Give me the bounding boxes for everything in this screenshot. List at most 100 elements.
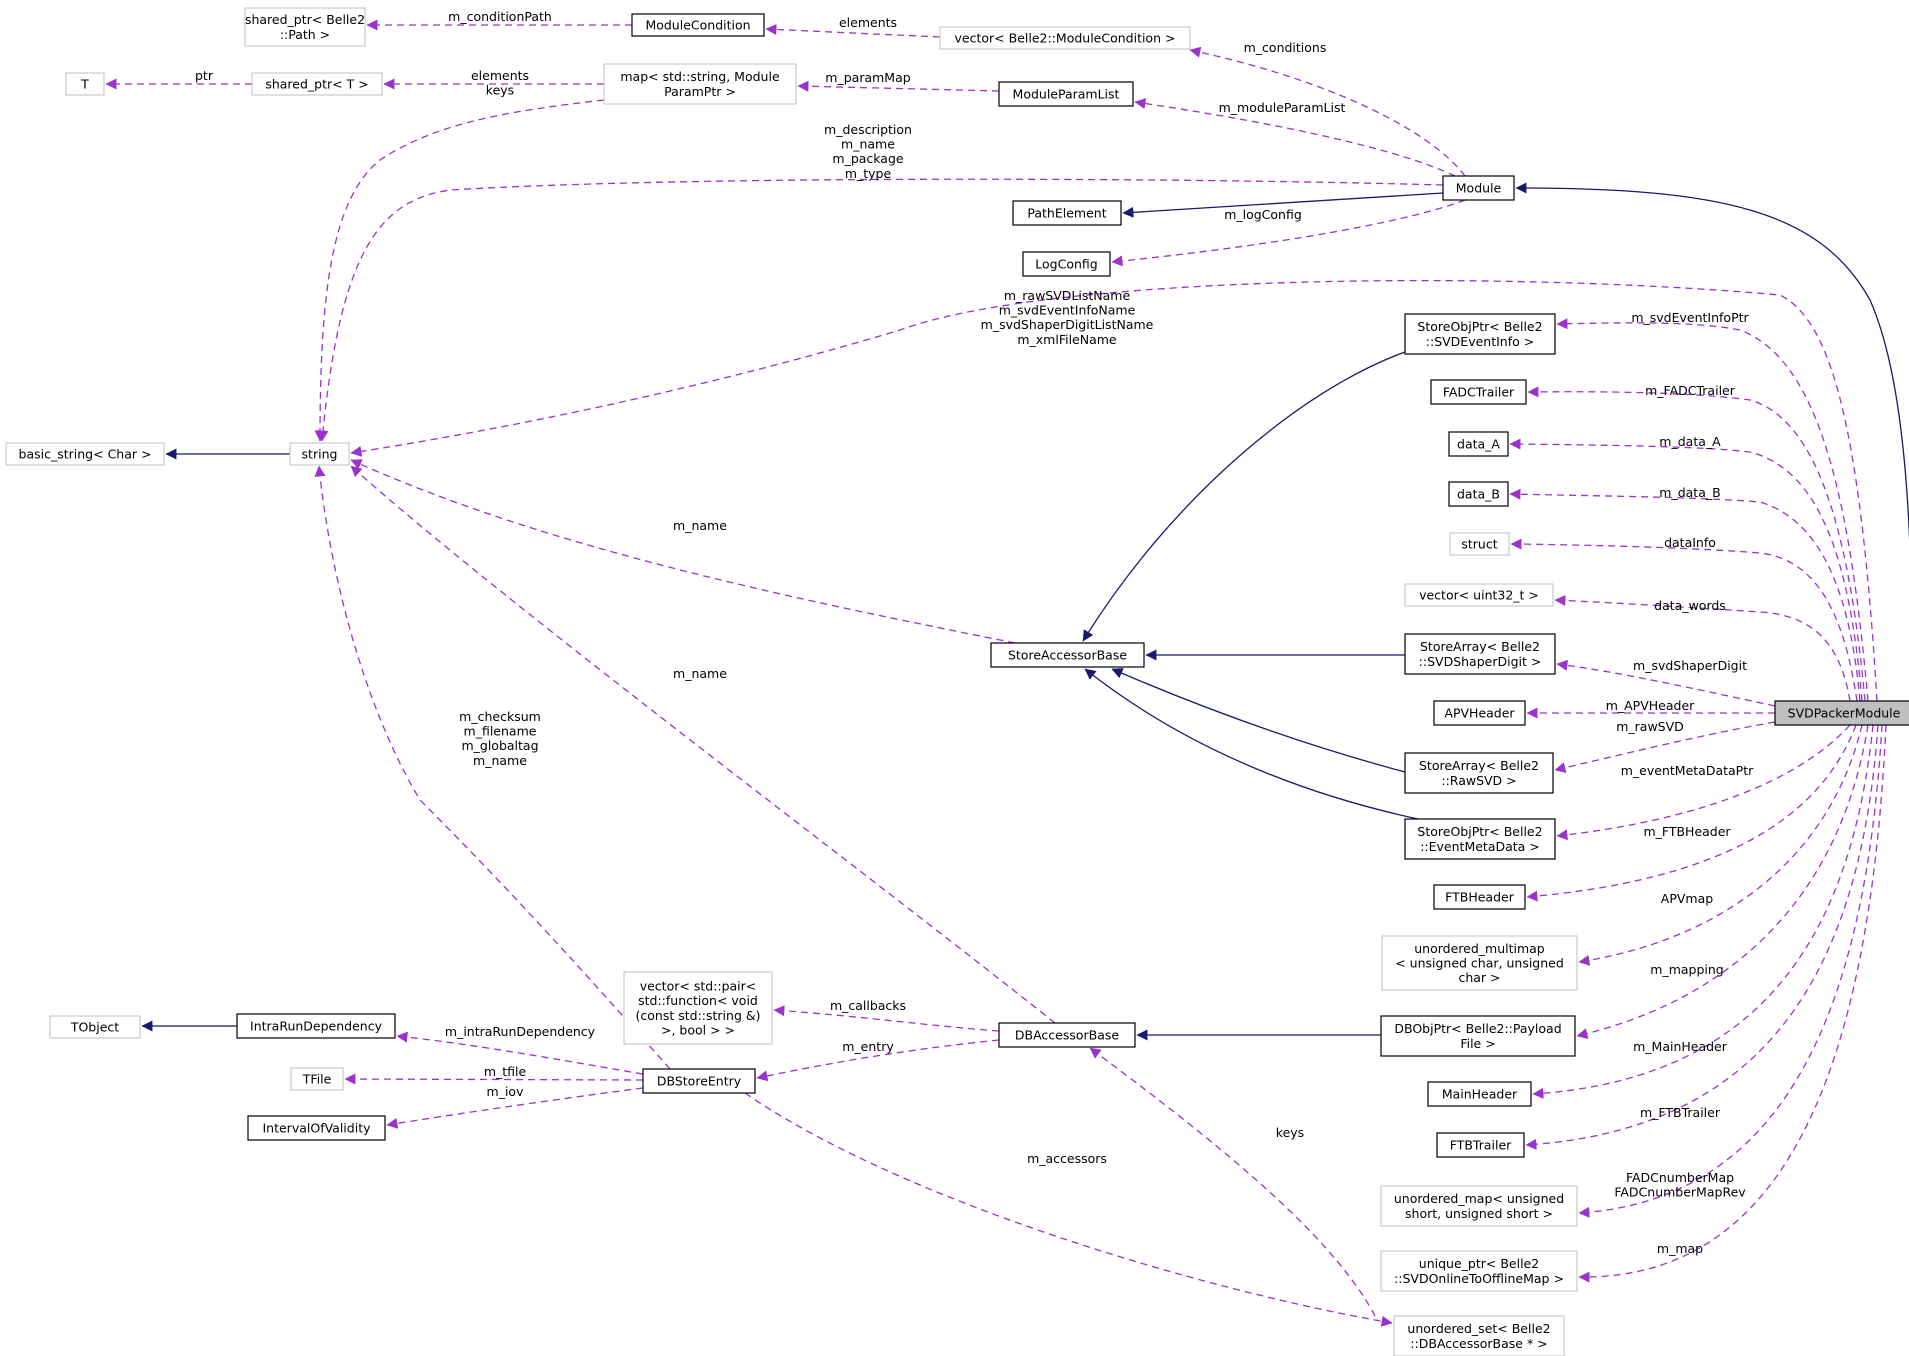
class-box: [1404, 583, 1554, 607]
class-name-line: data_A: [1457, 437, 1500, 452]
edge-use-rawsvd: [1554, 721, 1776, 774]
class-node-module-condition[interactable]: ModuleCondition: [631, 13, 765, 37]
usage-arrow-use-eventinfoptr: [1556, 318, 1869, 702]
edge-use-map-string: [314, 99, 605, 442]
class-name-line: char >: [1458, 970, 1500, 985]
usage-arrow-use-data-a: [1509, 438, 1863, 702]
class-name-line: short, unsigned short >: [1405, 1206, 1553, 1221]
edge-use-dab-string: [350, 465, 1056, 1024]
class-node-svd-packer-module[interactable]: SVDPackerModule: [1774, 700, 1909, 726]
usage-arrow-use-fadctrailer: [1527, 386, 1866, 702]
usage-arrow-use-sab-string: [350, 459, 1016, 644]
class-node-log-config[interactable]: LogConfig: [1022, 251, 1111, 277]
class-node-store-array-shaper[interactable]: StoreArray< Belle2::SVDShaperDigit >: [1404, 633, 1556, 675]
class-name-line: Module: [1456, 181, 1502, 196]
class-box: [1022, 251, 1111, 277]
class-name-line: vector< Belle2::ModuleCondition >: [955, 31, 1176, 46]
edge-label-FADCnumberMap: FADCnumberMapRev: [1614, 1185, 1746, 1200]
class-node-module[interactable]: Module: [1442, 175, 1515, 201]
class-node-db-store-entry[interactable]: DBStoreEntry: [642, 1068, 756, 1094]
class-box: [1404, 752, 1554, 794]
edge-label-m_svdEventInfoPtr: m_svdEventInfoPtr: [1631, 310, 1749, 325]
class-box: [1404, 313, 1556, 355]
edge-use-iov: [386, 1087, 644, 1129]
class-box: [1381, 935, 1578, 991]
class-name-line: ::SVDShaperDigit >: [1419, 654, 1542, 669]
usage-arrow-use-map: [1578, 724, 1887, 1283]
edge-label-module_strings: m_package: [832, 151, 904, 166]
class-name-line: string: [302, 447, 338, 462]
usage-arrow-use-elements-vec: [765, 23, 941, 38]
class-node-module-param-list[interactable]: ModuleParamList: [998, 81, 1134, 107]
edge-use-metaptr: [1556, 724, 1851, 841]
class-name-line: PathElement: [1027, 206, 1106, 221]
class-name-line: shared_ptr< Belle2: [245, 12, 365, 27]
class-node-unordered-set: unordered_set< Belle2::DBAccessorBase * …: [1393, 1315, 1565, 1356]
class-node-string: string: [289, 442, 350, 466]
edge-use-intrarun: [396, 1031, 644, 1075]
class-node-data-b[interactable]: data_B: [1448, 481, 1509, 507]
edge-label-m_svdShaperDigit: m_svdShaperDigit: [1633, 658, 1747, 673]
class-node-db-accessor-base[interactable]: DBAccessorBase: [998, 1022, 1136, 1048]
class-node-vector-uint32: vector< uint32_t >: [1404, 583, 1554, 607]
edge-label-elements_keys: keys: [486, 83, 514, 98]
class-node-basic-string: basic_string< Char >: [5, 442, 165, 466]
usage-arrow-use-ftbtrailer: [1525, 724, 1879, 1150]
class-node-store-array-raw[interactable]: StoreArray< Belle2::RawSVD >: [1404, 752, 1554, 794]
edge-label-m_conditions: m_conditions: [1244, 40, 1327, 55]
edge-label-data_words: data_words: [1654, 598, 1726, 613]
class-node-interval-validity[interactable]: IntervalOfValidity: [247, 1115, 386, 1141]
class-node-store-obj-ptr-meta[interactable]: StoreObjPtr< Belle2::EventMetaData >: [1404, 818, 1556, 860]
edge-use-shaper: [1556, 659, 1776, 707]
usage-arrow-use-shaper: [1556, 659, 1776, 707]
edge-use-tfile: [344, 1073, 644, 1085]
class-node-tobject: TObject: [49, 1015, 141, 1039]
usage-arrow-use-datainfo: [1510, 538, 1858, 702]
class-box: [603, 63, 797, 105]
class-box: [1404, 633, 1556, 675]
edge-use-datawords: [1554, 594, 1851, 702]
class-box: [247, 1115, 386, 1141]
class-box: [1380, 1250, 1578, 1292]
edge-use-data-b: [1509, 488, 1861, 702]
edge-label-m_logConfig: m_logConfig: [1224, 207, 1302, 222]
edge-label-m_iov: m_iov: [487, 1084, 525, 1099]
usage-arrow-use-dab-string: [350, 465, 1056, 1024]
class-node-path-element[interactable]: PathElement: [1012, 200, 1122, 226]
class-node-shared-ptr-T: shared_ptr< T >: [251, 72, 383, 96]
class-box: [1449, 532, 1510, 556]
class-node-apv-header[interactable]: APVHeader: [1433, 700, 1526, 726]
class-node-store-obj-ptr-event-info[interactable]: StoreObjPtr< Belle2::SVDEventInfo >: [1404, 313, 1556, 355]
class-node-data-a[interactable]: data_A: [1448, 431, 1509, 457]
edge-label-dbentry_strings: m_globaltag: [461, 738, 538, 753]
edge-label-m_paramMap: m_paramMap: [825, 70, 910, 85]
class-name-line: StoreObjPtr< Belle2: [1417, 319, 1542, 334]
class-node-main-header[interactable]: MainHeader: [1427, 1081, 1532, 1107]
class-name-line: DBAccessorBase: [1015, 1028, 1120, 1043]
class-name-line: unordered_multimap: [1414, 941, 1545, 956]
class-name-line: basic_string< Char >: [19, 447, 152, 462]
edge-label-packer_strings: m_svdEventInfoName: [999, 303, 1136, 318]
class-name-line: File >: [1460, 1036, 1495, 1051]
edge-label-elements_vec: elements: [839, 15, 897, 30]
class-node-intra-run[interactable]: IntraRunDependency: [236, 1013, 396, 1039]
class-node-shared-ptr-path: shared_ptr< Belle2::Path >: [244, 7, 366, 47]
usage-arrow-use-tfile: [344, 1073, 644, 1085]
class-node-ftb-trailer[interactable]: FTBTrailer: [1436, 1132, 1525, 1158]
class-box: [1012, 200, 1122, 226]
class-box: [289, 442, 350, 466]
class-node-fadc-trailer[interactable]: FADCTrailer: [1430, 379, 1527, 405]
edge-use-mapping: [1576, 724, 1869, 1039]
class-box: [1774, 700, 1909, 726]
inheritance-arrow-inh-sab-raw: [1111, 668, 1406, 773]
class-node-store-accessor-base[interactable]: StoreAccessorBase: [990, 642, 1145, 668]
class-node-ftb-header[interactable]: FTBHeader: [1433, 884, 1526, 910]
usage-arrow-use-ftbheader: [1526, 724, 1857, 902]
edge-use-ftbtrailer: [1525, 724, 1879, 1150]
class-name-line: StoreObjPtr< Belle2: [1417, 824, 1542, 839]
class-name-line: T: [80, 77, 89, 92]
